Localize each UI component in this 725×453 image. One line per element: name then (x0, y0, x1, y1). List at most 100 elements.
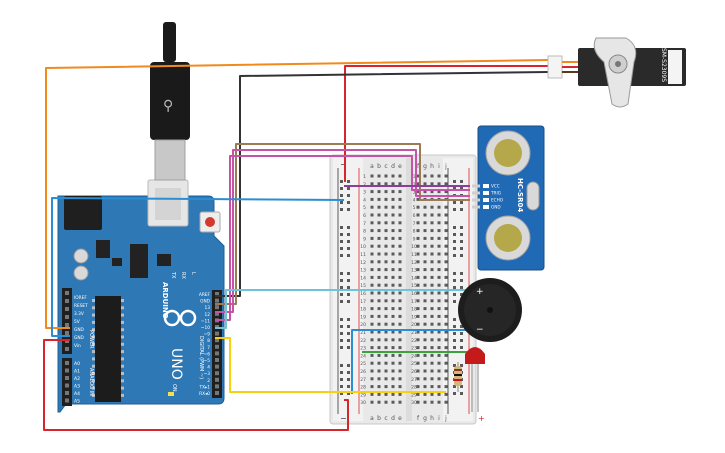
breadboard-hole[interactable] (423, 260, 427, 264)
rail-hole[interactable] (460, 226, 463, 229)
rail-hole[interactable] (453, 286, 456, 289)
breadboard-hole[interactable] (398, 197, 402, 201)
rail-hole[interactable] (347, 339, 350, 342)
rail-hole[interactable] (453, 201, 456, 204)
breadboard-hole[interactable] (430, 236, 434, 240)
breadboard-hole[interactable] (370, 322, 374, 326)
breadboard-hole[interactable] (398, 353, 402, 357)
breadboard-hole[interactable] (430, 322, 434, 326)
breadboard-hole[interactable] (384, 283, 388, 287)
digital-header-hole[interactable] (215, 344, 219, 349)
breadboard-hole[interactable] (444, 291, 448, 295)
breadboard-hole[interactable] (384, 229, 388, 233)
rail-hole[interactable] (453, 300, 456, 303)
breadboard-hole[interactable] (377, 268, 381, 272)
breadboard-hole[interactable] (384, 236, 388, 240)
breadboard-hole[interactable] (391, 314, 395, 318)
rail-hole[interactable] (340, 208, 343, 211)
rail-hole[interactable] (340, 180, 343, 183)
breadboard-hole[interactable] (416, 190, 420, 194)
breadboard-hole[interactable] (370, 291, 374, 295)
rail-hole[interactable] (347, 300, 350, 303)
breadboard-hole[interactable] (444, 236, 448, 240)
breadboard-hole[interactable] (437, 229, 441, 233)
rail-hole[interactable] (453, 385, 456, 388)
rail-hole[interactable] (340, 364, 343, 367)
breadboard-hole[interactable] (391, 299, 395, 303)
breadboard-hole[interactable] (444, 353, 448, 357)
breadboard-hole[interactable] (430, 291, 434, 295)
rail-hole[interactable] (340, 392, 343, 395)
breadboard-hole[interactable] (391, 338, 395, 342)
digital-header-hole[interactable] (215, 311, 219, 316)
breadboard-hole[interactable] (384, 299, 388, 303)
rail-hole[interactable] (340, 318, 343, 321)
rail-hole[interactable] (453, 226, 456, 229)
rail-hole[interactable] (347, 272, 350, 275)
breadboard-hole[interactable] (377, 275, 381, 279)
breadboard-hole[interactable] (437, 221, 441, 225)
breadboard-hole[interactable] (377, 361, 381, 365)
breadboard-hole[interactable] (416, 244, 420, 248)
breadboard-hole[interactable] (416, 338, 420, 342)
breadboard-hole[interactable] (437, 283, 441, 287)
breadboard-hole[interactable] (384, 346, 388, 350)
breadboard-hole[interactable] (384, 190, 388, 194)
breadboard-hole[interactable] (416, 221, 420, 225)
breadboard-hole[interactable] (437, 182, 441, 186)
breadboard-hole[interactable] (430, 392, 434, 396)
breadboard-hole[interactable] (423, 385, 427, 389)
breadboard-hole[interactable] (384, 361, 388, 365)
breadboard-hole[interactable] (391, 291, 395, 295)
breadboard-hole[interactable] (444, 377, 448, 381)
breadboard-hole[interactable] (437, 314, 441, 318)
breadboard-hole[interactable] (377, 197, 381, 201)
rail-hole[interactable] (347, 392, 350, 395)
breadboard-hole[interactable] (377, 229, 381, 233)
breadboard-hole[interactable] (384, 213, 388, 217)
breadboard-hole[interactable] (370, 205, 374, 209)
breadboard-hole[interactable] (416, 197, 420, 201)
breadboard-hole[interactable] (430, 377, 434, 381)
breadboard-hole[interactable] (370, 283, 374, 287)
breadboard-hole[interactable] (384, 377, 388, 381)
breadboard-hole[interactable] (384, 307, 388, 311)
breadboard-hole[interactable] (430, 283, 434, 287)
rail-hole[interactable] (347, 187, 350, 190)
rail-hole[interactable] (340, 247, 343, 250)
rail-hole[interactable] (460, 279, 463, 282)
breadboard-hole[interactable] (437, 268, 441, 272)
breadboard-hole[interactable] (423, 346, 427, 350)
breadboard-hole[interactable] (370, 244, 374, 248)
rail-hole[interactable] (460, 332, 463, 335)
breadboard-hole[interactable] (423, 377, 427, 381)
breadboard-hole[interactable] (370, 385, 374, 389)
breadboard-hole[interactable] (444, 190, 448, 194)
breadboard-hole[interactable] (377, 236, 381, 240)
rail-hole[interactable] (347, 293, 350, 296)
rail-hole[interactable] (340, 325, 343, 328)
breadboard-hole[interactable] (444, 283, 448, 287)
breadboard-hole[interactable] (384, 400, 388, 404)
rail-hole[interactable] (347, 254, 350, 257)
breadboard-hole[interactable] (416, 322, 420, 326)
breadboard-hole[interactable] (444, 244, 448, 248)
breadboard-hole[interactable] (370, 229, 374, 233)
breadboard-hole[interactable] (423, 190, 427, 194)
rail-hole[interactable] (453, 318, 456, 321)
breadboard-hole[interactable] (437, 392, 441, 396)
rail-hole[interactable] (340, 187, 343, 190)
breadboard-hole[interactable] (377, 205, 381, 209)
breadboard-hole[interactable] (430, 244, 434, 248)
rail-hole[interactable] (347, 318, 350, 321)
rail-hole[interactable] (460, 286, 463, 289)
breadboard-hole[interactable] (398, 205, 402, 209)
breadboard-hole[interactable] (437, 299, 441, 303)
breadboard-hole[interactable] (437, 361, 441, 365)
breadboard-hole[interactable] (444, 229, 448, 233)
breadboard-hole[interactable] (444, 400, 448, 404)
digital-header-hole[interactable] (215, 358, 219, 362)
breadboard-hole[interactable] (423, 174, 427, 178)
breadboard-hole[interactable] (384, 197, 388, 201)
breadboard-hole[interactable] (391, 229, 395, 233)
